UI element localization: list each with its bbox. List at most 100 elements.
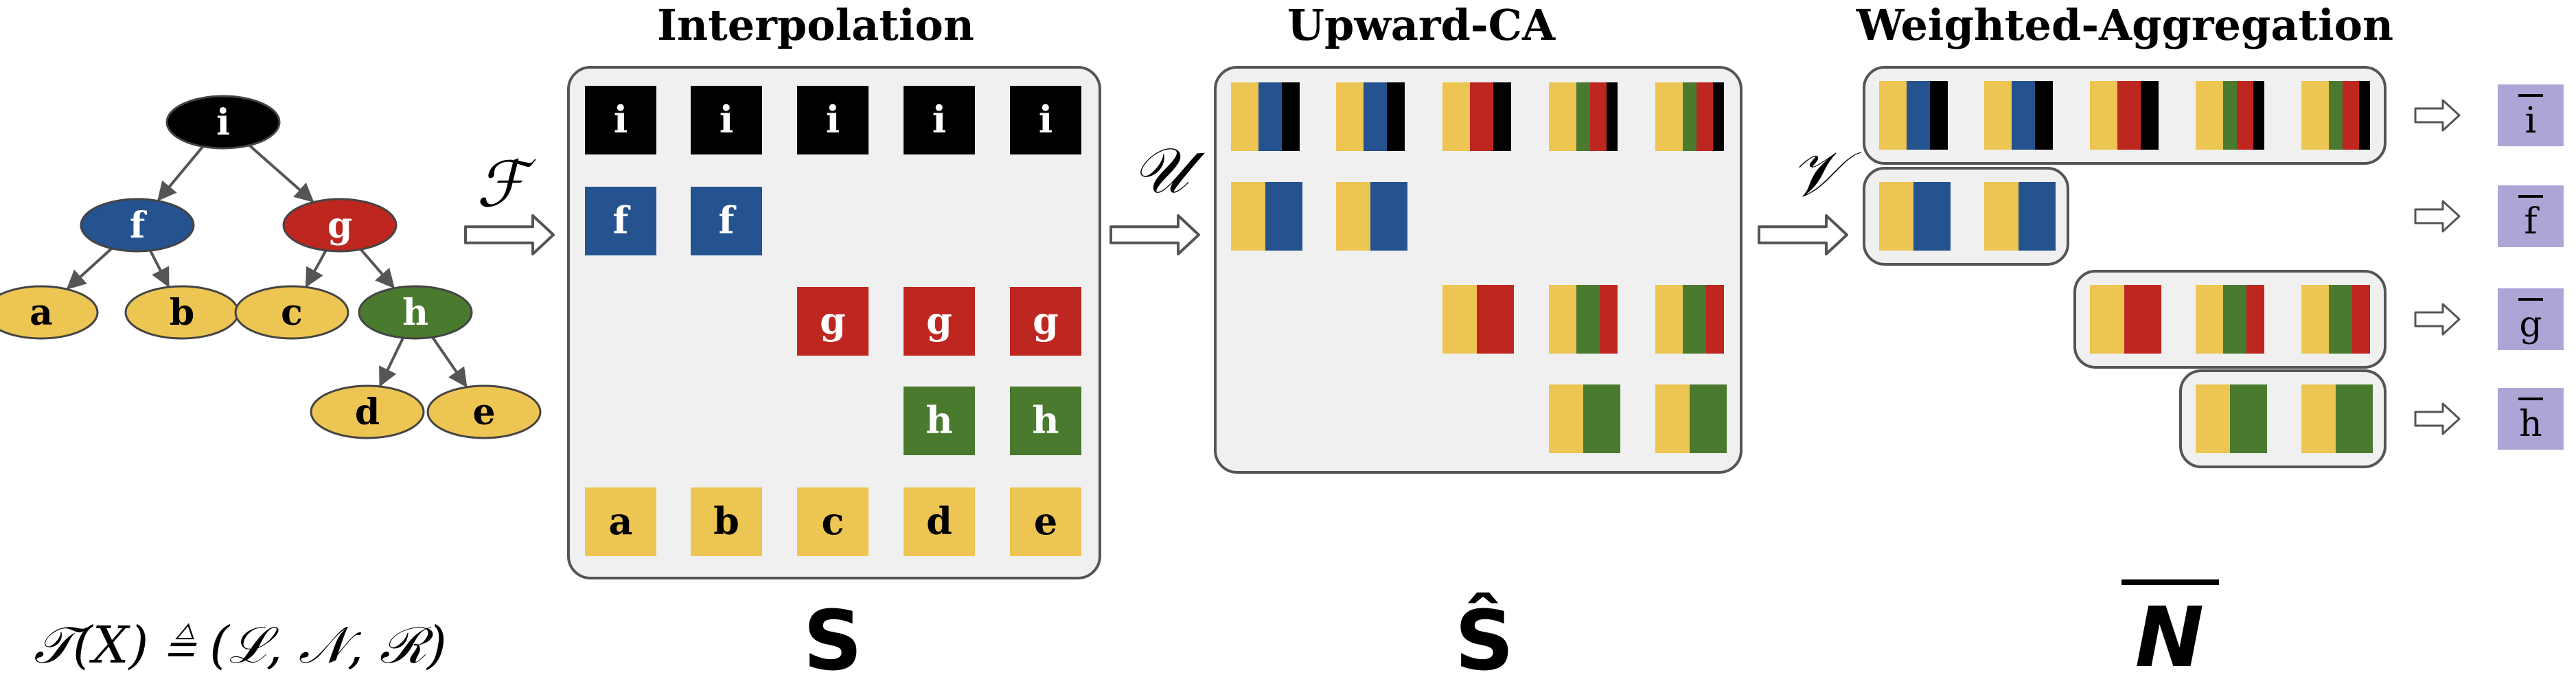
tree-node-shape xyxy=(165,95,281,150)
interp-cell-label: i xyxy=(614,97,628,141)
interp-cell-label: b xyxy=(713,499,739,543)
tree-node-shape xyxy=(0,285,99,340)
arrow-tree-to-interpolation xyxy=(464,214,555,255)
stripe-yellow xyxy=(1879,182,1913,251)
interp-cell-rect xyxy=(1010,287,1081,356)
tree-node-label: e xyxy=(472,391,495,433)
output-node-label: i xyxy=(2525,100,2537,141)
tree-edge-g-c xyxy=(305,249,327,288)
stripe-blue xyxy=(1907,81,1930,150)
stripe-yellow xyxy=(2301,384,2336,453)
upward-matrix xyxy=(1231,82,1727,453)
output-node-g: g xyxy=(2498,288,2564,350)
stripe-yellow xyxy=(1984,182,2019,251)
interp-cell-rect xyxy=(1010,487,1081,556)
tree-edge-g-h xyxy=(360,248,395,289)
tree-node-shape xyxy=(80,198,195,253)
stripe-green xyxy=(2223,81,2237,150)
interp-cell-4-1: b xyxy=(691,487,762,556)
interp-cell-label: i xyxy=(826,97,840,141)
interp-cell-label: i xyxy=(720,97,734,141)
upward-title: Upward-CA xyxy=(1287,0,1556,50)
stripe-blue xyxy=(2012,81,2035,150)
stripe-black xyxy=(1387,82,1405,151)
stripe-black xyxy=(2359,81,2370,150)
interp-cell-label: i xyxy=(932,97,947,141)
stripe-blue xyxy=(1364,82,1387,151)
interp-cell-2-4: g xyxy=(1010,287,1081,356)
upward-cell-0-2 xyxy=(1442,82,1511,151)
stripe-green xyxy=(2336,384,2373,453)
stripe-green xyxy=(2223,285,2246,354)
stripe-red xyxy=(1706,285,1724,354)
aggregation-group-f: f xyxy=(1863,167,2564,266)
upward-cell-1-1 xyxy=(1336,182,1407,251)
upward-cell-0-4 xyxy=(1655,82,1724,151)
interp-cell-2-3: g xyxy=(904,287,975,356)
arrow-upward-to-aggregation xyxy=(1758,214,1848,255)
interp-cell-rect xyxy=(1010,86,1081,154)
interp-cell-0-3: i xyxy=(904,86,975,154)
tree-edge-i-f xyxy=(157,146,204,202)
output-node-label: f xyxy=(2524,201,2540,242)
stripe-red xyxy=(2237,81,2253,150)
stripe-black xyxy=(2253,81,2264,150)
interp-cell-label: e xyxy=(1034,499,1057,543)
upward-cell-0-3 xyxy=(1549,82,1618,151)
interp-cell-rect xyxy=(797,487,869,556)
interp-cell-rect xyxy=(1010,387,1081,455)
interp-cell-rect xyxy=(691,187,762,255)
aggregation-cell-0-3 xyxy=(2196,81,2264,150)
interp-cell-4-0: a xyxy=(585,487,656,556)
upward-cell-2-3 xyxy=(1549,285,1618,354)
tree-node-g: g xyxy=(282,198,398,253)
stripe-black xyxy=(2035,81,2053,150)
stripe-black xyxy=(1607,82,1618,151)
upward-panel xyxy=(1214,66,1743,474)
stripe-yellow xyxy=(1336,182,1370,251)
stripe-yellow xyxy=(1984,81,2012,150)
stripe-green xyxy=(1683,82,1697,151)
tree-node-c: c xyxy=(234,285,349,340)
tree-node-e: e xyxy=(426,384,542,439)
aggregation-cell-3-1 xyxy=(2301,384,2373,453)
stripe-yellow xyxy=(2196,384,2230,453)
interp-cell-label: i xyxy=(1039,97,1053,141)
stripe-black xyxy=(2141,81,2159,150)
interp-cell-1-0: f xyxy=(585,187,656,255)
hollow-arrow-shape xyxy=(1758,214,1848,255)
stripe-red xyxy=(1600,285,1618,354)
stripe-yellow xyxy=(1442,82,1470,151)
interp-cell-0-1: i xyxy=(691,86,762,154)
tree-node-shape xyxy=(310,384,425,439)
stripe-red xyxy=(1590,82,1607,151)
operator-v: 𝒱 xyxy=(1790,137,1862,211)
interp-cell-label: f xyxy=(718,198,737,242)
interp-cell-4-4: e xyxy=(1010,487,1081,556)
aggregation-group-h: h xyxy=(2179,369,2564,468)
tree-edge-i-g xyxy=(248,144,314,203)
output-arrow-i xyxy=(2414,99,2461,132)
interp-cell-rect xyxy=(585,86,656,154)
interp-cell-0-0: i xyxy=(585,86,656,154)
tree-node-d: d xyxy=(310,384,425,439)
tree-node-i: i xyxy=(165,95,281,150)
interp-cell-label: d xyxy=(926,499,952,543)
stripe-yellow xyxy=(1442,285,1477,354)
tree-edge-f-b xyxy=(149,250,170,288)
aggregation-title: Weighted-Aggregation xyxy=(1856,0,2393,50)
tree-node-shape xyxy=(426,384,542,439)
tree-edge-f-a xyxy=(66,247,113,290)
stripe-yellow xyxy=(1655,384,1690,453)
aggregation-cell-0-0 xyxy=(1879,81,1948,150)
stripe-yellow xyxy=(1549,82,1576,151)
interp-cell-rect xyxy=(904,86,975,154)
upward-cell-0-1 xyxy=(1336,82,1405,151)
operator-u: 𝒰 xyxy=(1132,134,1206,207)
stripe-black xyxy=(1493,82,1511,151)
stripe-yellow xyxy=(1655,285,1683,354)
tree-node-label: f xyxy=(130,205,148,246)
